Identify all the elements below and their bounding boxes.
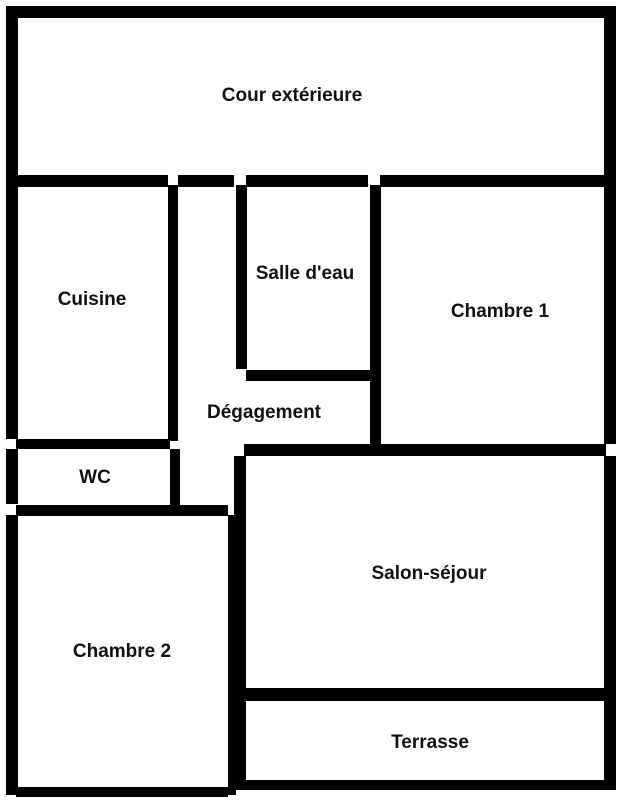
wall-salon-left xyxy=(234,456,246,788)
label-wc: WC xyxy=(79,467,111,488)
wall-salon-top xyxy=(244,444,606,456)
wall-court-seg1 xyxy=(6,175,168,187)
label-cuisine: Cuisine xyxy=(57,289,127,310)
wall-outer-left-top xyxy=(6,6,18,439)
wall-outer-right-bottom xyxy=(604,456,616,790)
wall-outer-left-bottom xyxy=(6,515,18,795)
wall-court-seg3 xyxy=(246,175,368,187)
room-degagement xyxy=(180,188,370,506)
wall-outer-left-mid xyxy=(6,449,18,504)
wall-wc-bottom xyxy=(16,505,228,516)
wall-outer-bottom-right xyxy=(236,780,616,790)
label-salle-eau: Salle d'eau xyxy=(255,263,355,284)
wall-cuisine-bottom xyxy=(16,439,170,449)
label-chambre-1: Chambre 1 xyxy=(450,301,550,322)
label-terrasse: Terrasse xyxy=(391,732,469,753)
wall-salle-eau-right xyxy=(370,185,381,447)
wall-wc-right xyxy=(170,449,180,505)
wall-outer-right-top xyxy=(604,6,616,444)
wall-outer-bottom-left xyxy=(16,787,228,797)
wall-salle-eau-left xyxy=(236,185,247,369)
label-chambre-2: Chambre 2 xyxy=(72,641,172,662)
wall-salle-eau-bottom xyxy=(246,370,370,381)
wall-outer-top xyxy=(6,6,614,18)
wall-chambre2-right xyxy=(228,515,236,795)
room-cuisine xyxy=(18,188,168,440)
label-salon-sejour: Salon-séjour xyxy=(371,563,487,584)
label-degagement: Dégagement xyxy=(206,402,322,423)
wall-cuisine-right xyxy=(168,185,178,441)
wall-court-seg4 xyxy=(380,175,616,187)
wall-court-seg2 xyxy=(178,175,234,187)
label-cour-exterieure: Cour extérieure xyxy=(221,85,363,106)
wall-terrasse-top xyxy=(244,688,616,701)
